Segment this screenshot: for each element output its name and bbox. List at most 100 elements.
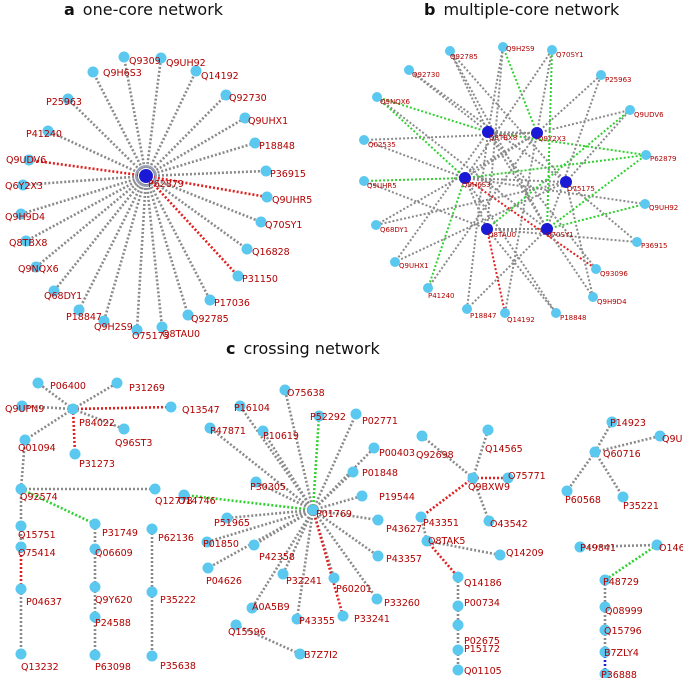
node-a-q70sy1[interactable] [255,216,267,228]
core-node-b-q8tau0[interactable] [481,223,493,235]
node-c-p16104[interactable] [234,400,246,412]
node-c-p04626[interactable] [202,562,214,574]
node-c-p36888[interactable] [599,668,611,678]
node-c-q60716[interactable] [589,446,601,458]
node-b-q9h9d4[interactable] [588,292,598,302]
node-c-q06609[interactable] [89,543,101,555]
node-b-p18848[interactable] [551,308,561,318]
node-b-q9h2s9[interactable] [498,42,508,52]
node-c-q14186[interactable] [452,571,464,583]
node-a-p41240[interactable] [42,125,54,137]
node-a-q9309[interactable] [118,51,130,63]
node-b-q93096[interactable] [591,264,601,274]
node-c-p43355[interactable] [291,613,303,625]
node-b-q9nqx6[interactable] [372,92,382,102]
node-c-p02675[interactable] [452,619,464,631]
node-c-b7zly4[interactable] [599,646,611,658]
node-b-p41240[interactable] [423,283,433,293]
core-node-b-q9h6s3[interactable] [459,172,471,184]
node-c-o75638[interactable] [279,384,291,396]
node-a-q9nqx6[interactable] [30,261,42,273]
node-c-q92574[interactable] [15,483,27,495]
core-node-b-o75175[interactable] [560,176,572,188]
node-c-p60568[interactable] [561,485,573,497]
node-b-q9uhr5[interactable] [359,176,369,186]
node-c-p43351[interactable] [415,511,427,523]
node-b-q02535[interactable] [359,135,369,145]
node-c-p24588[interactable] [89,611,101,623]
node-c-p42358[interactable] [248,539,260,551]
node-c-p02771[interactable] [350,408,362,420]
core-node-b-q70sy1c[interactable] [541,223,553,235]
node-c-p49841[interactable] [574,541,586,553]
node-a-p17036[interactable] [204,294,216,306]
node-c-p35221[interactable] [617,491,629,503]
node-c-p32241[interactable] [277,568,289,580]
node-a-q9h6s3[interactable] [87,66,99,78]
node-c-p35222[interactable] [146,586,158,598]
node-b-q14192[interactable] [500,308,510,318]
node-c-p14923[interactable] [606,416,618,428]
node-a-q68dy1[interactable] [48,285,60,297]
node-a-q92730[interactable] [220,89,232,101]
node-a-p18848[interactable] [249,137,261,149]
node-c-o75414[interactable] [15,541,27,553]
node-c-p33241[interactable] [337,610,349,622]
node-c-o14640[interactable] [651,539,663,551]
node-c-q15751[interactable] [15,520,27,532]
node-a-p36915[interactable] [260,165,272,177]
node-c-q12778[interactable] [149,483,161,495]
node-b-p62879[interactable] [641,150,651,160]
node-a-q16828[interactable] [241,243,253,255]
node-b-q9uhx1[interactable] [390,257,400,267]
node-b-q68dy1[interactable] [371,220,381,230]
node-a-q9udv6[interactable] [23,154,35,166]
node-c-p15172[interactable] [452,644,464,656]
core-node-a-p62879[interactable] [139,169,153,183]
node-b-p36915[interactable] [632,237,642,247]
node-c-p48729[interactable] [599,574,611,586]
node-c-q14565[interactable] [482,424,494,436]
node-c-q14209[interactable] [494,549,506,561]
node-a-q92785[interactable] [182,309,194,321]
node-c-o14746[interactable] [178,489,190,501]
node-c-p10619[interactable] [257,425,269,437]
node-c-p43357[interactable] [372,550,384,562]
node-c-p30305[interactable] [250,476,262,488]
node-a-p25963[interactable] [62,93,74,105]
node-c-p31269[interactable] [111,377,123,389]
node-c-p01850[interactable] [201,536,213,548]
node-c-p19544[interactable] [356,490,368,502]
node-b-q92785[interactable] [445,46,455,56]
node-c-a0a5b9[interactable] [246,602,258,614]
node-a-q8tbx8[interactable] [20,235,32,247]
node-c-b7z7i2[interactable] [294,648,306,660]
node-b-q9uh92[interactable] [640,199,650,209]
node-c-q01094[interactable] [19,434,31,446]
node-c-p31273[interactable] [69,448,81,460]
node-c-p60201[interactable] [328,572,340,584]
node-a-p31150[interactable] [232,270,244,282]
node-b-q92730[interactable] [404,65,414,75]
node-b-q9udv6[interactable] [625,105,635,115]
node-c-q9y620[interactable] [89,581,101,593]
node-c-p04637[interactable] [15,583,27,595]
node-c-p06400[interactable] [32,377,44,389]
node-a-q6y2x3[interactable] [17,179,29,191]
node-b-q70sy1[interactable] [547,45,557,55]
node-a-p18847[interactable] [73,304,85,316]
node-c-o75771[interactable] [502,472,514,484]
node-a-q9uhr5[interactable] [261,191,273,203]
node-c-o43542[interactable] [483,515,495,527]
node-b-p25963[interactable] [596,70,606,80]
node-c-q9ubt7[interactable] [654,430,666,442]
node-c-p52292[interactable] [313,410,325,422]
node-c-q9upn9[interactable] [16,400,28,412]
node-c-q8tak5[interactable] [421,535,433,547]
node-c-p35638[interactable] [146,650,158,662]
node-a-q9uh92[interactable] [155,52,167,64]
node-a-q9h2s9[interactable] [98,315,110,327]
node-a-q9uhx1[interactable] [239,112,251,124]
node-c-p51965[interactable] [221,512,233,524]
node-c-p00403[interactable] [368,442,380,454]
